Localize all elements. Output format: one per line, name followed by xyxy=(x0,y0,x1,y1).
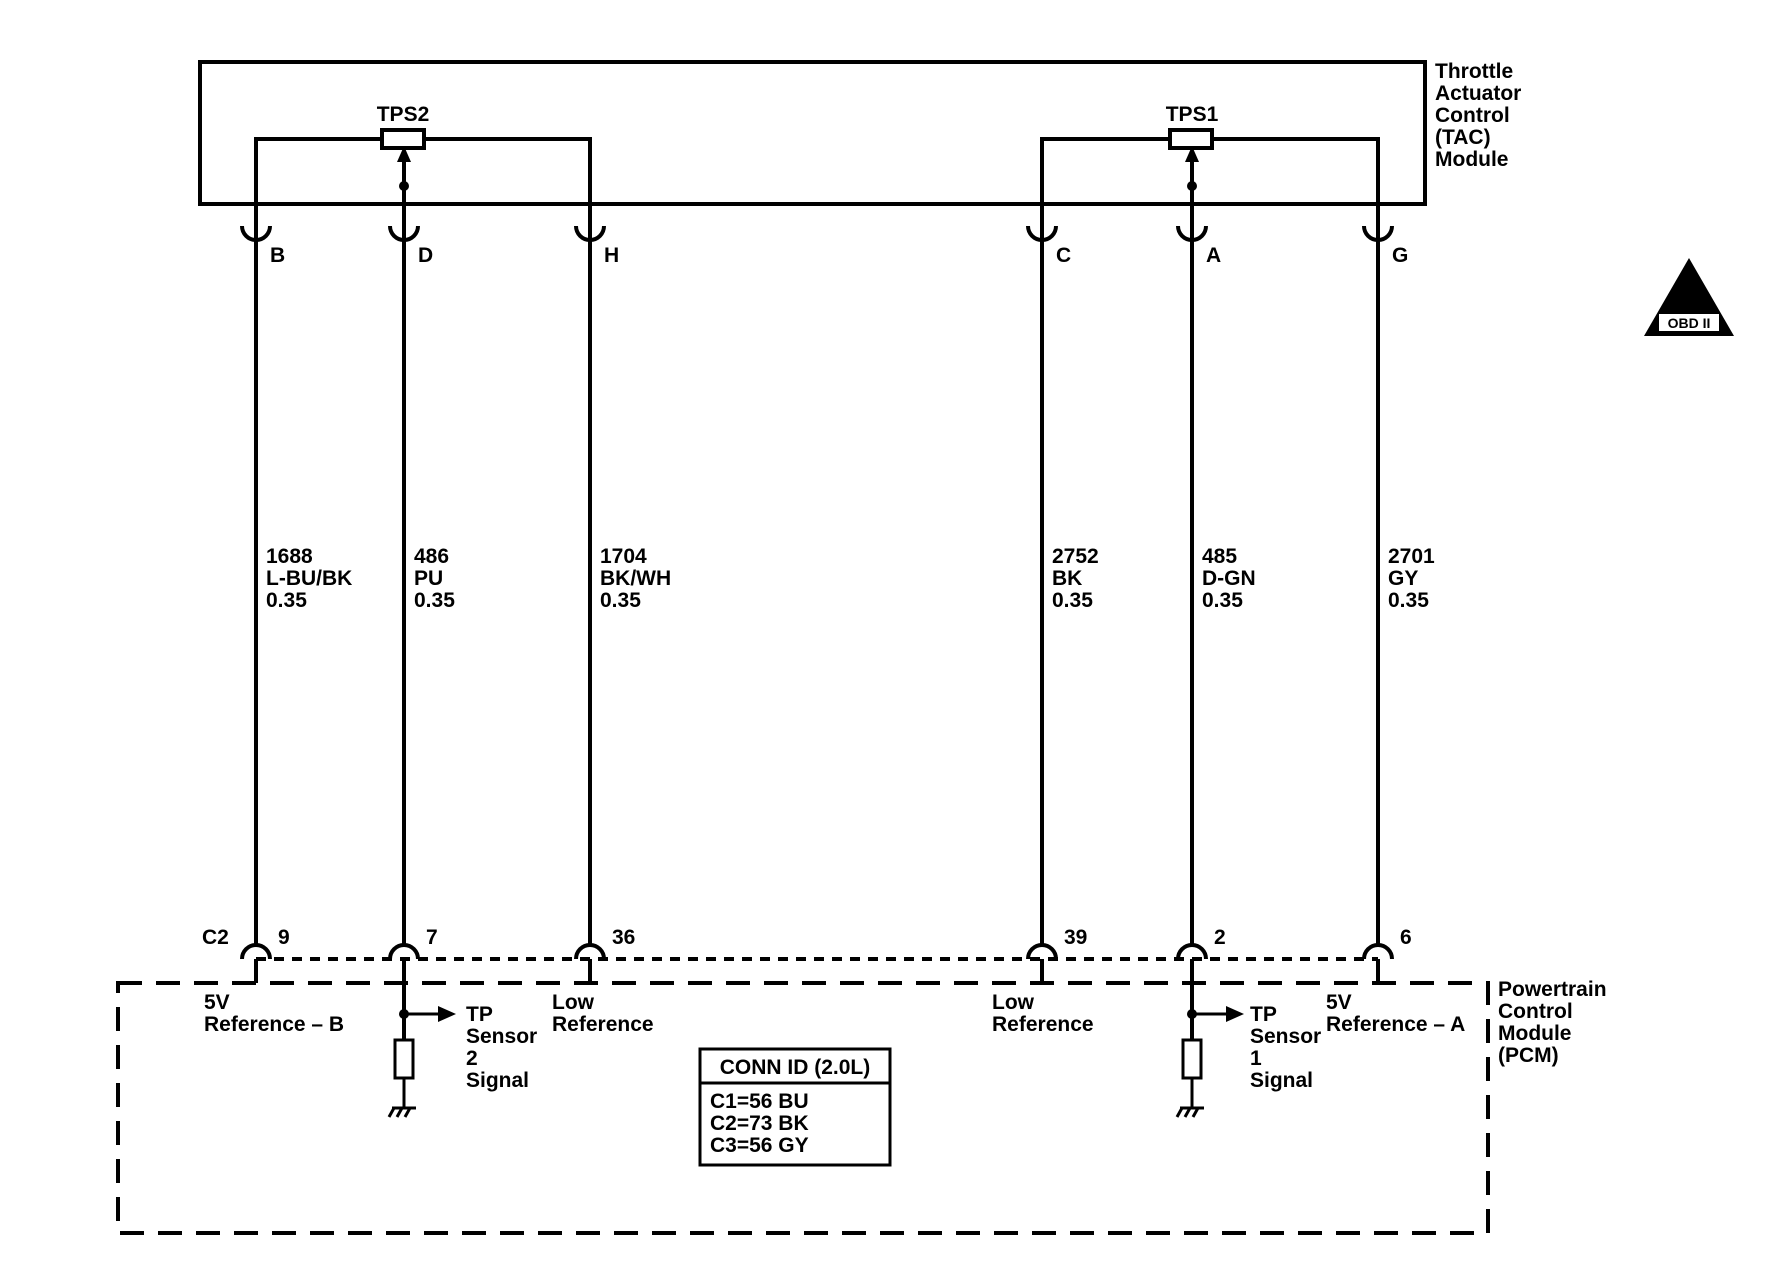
conn-id-line: C2=73 BK xyxy=(710,1112,809,1135)
ref-b-line: Reference – B xyxy=(204,1013,344,1036)
low-ref-2-function: Low Reference xyxy=(992,991,1094,1036)
wire-circuit-number: 1704 xyxy=(600,545,647,568)
pcm-pin-label: 6 xyxy=(1400,926,1412,949)
tps1-label: TPS1 xyxy=(1166,103,1219,126)
tp1-line: TP xyxy=(1250,1003,1277,1026)
wire-gauge: 0.35 xyxy=(1388,589,1429,612)
tp2-line: 2 xyxy=(466,1047,478,1070)
tac-module-label: Throttle Actuator Control (TAC) Module xyxy=(1435,60,1521,171)
wire-color: BK xyxy=(1052,567,1082,590)
tac-label-line: Module xyxy=(1435,148,1509,171)
tp1-line: Signal xyxy=(1250,1069,1313,1092)
tac-pin-label: G xyxy=(1392,244,1408,267)
tac-pin-label: B xyxy=(270,244,285,267)
low-ref-1-line: Reference xyxy=(552,1013,654,1036)
ref-a-function: 5V Reference – A xyxy=(1326,991,1465,1036)
tp2-line: TP xyxy=(466,1003,493,1026)
pcm-label-line: Powertrain xyxy=(1498,978,1607,1001)
low-ref-1-line: Low xyxy=(552,991,595,1014)
tp1-signal-circuit: TP Sensor 1 Signal xyxy=(1175,983,1321,1118)
pcm-label-line: (PCM) xyxy=(1498,1044,1559,1067)
ref-a-line: Reference – A xyxy=(1326,1013,1465,1036)
wire-circuit-number: 2752 xyxy=(1052,545,1099,568)
tps2-sensor: TPS2 xyxy=(254,103,592,204)
wires-layer: B1688L-BU/BK0.359D486PU0.357H1704BK/WH0.… xyxy=(240,204,1435,983)
pcm-pin-label: 9 xyxy=(278,926,290,949)
pcm-label-line: Module xyxy=(1498,1022,1572,1045)
tp2-signal-circuit: TP Sensor 2 Signal xyxy=(387,983,537,1118)
pcm-module-box xyxy=(116,981,1490,1235)
tp2-line: Sensor xyxy=(466,1025,537,1048)
wire-circuit-number: 485 xyxy=(1202,545,1237,568)
wire-gauge: 0.35 xyxy=(414,589,455,612)
pcm-pin-label: 2 xyxy=(1214,926,1226,949)
wire-color: GY xyxy=(1388,567,1418,590)
pcm-pin-label: 7 xyxy=(426,926,438,949)
tac-pin-label: A xyxy=(1206,244,1221,267)
wire-circuit-number: 1688 xyxy=(266,545,313,568)
pcm-label-line: Control xyxy=(1498,1000,1573,1023)
low-ref-2-line: Reference xyxy=(992,1013,1094,1036)
low-ref-1-function: Low Reference xyxy=(552,991,654,1036)
tps2-label: TPS2 xyxy=(377,103,430,126)
obd-ii-badge: II OBD II xyxy=(1644,258,1734,336)
wire-gauge: 0.35 xyxy=(1052,589,1093,612)
tac-label-line: (TAC) xyxy=(1435,126,1491,149)
low-ref-2-line: Low xyxy=(992,991,1035,1014)
wire-color: BK/WH xyxy=(600,567,671,590)
wire-gauge: 0.35 xyxy=(266,589,307,612)
pcm-pin-label: 39 xyxy=(1064,926,1087,949)
c2-connector-label: C2 xyxy=(202,926,229,949)
wire-color: PU xyxy=(414,567,443,590)
ref-b-line: 5V xyxy=(204,991,230,1014)
conn-id-title: CONN ID (2.0L) xyxy=(720,1056,871,1079)
obd-text: OBD II xyxy=(1668,315,1711,331)
conn-id-box: CONN ID (2.0L) C1=56 BU C2=73 BK C3=56 G… xyxy=(698,1047,892,1167)
ref-a-line: 5V xyxy=(1326,991,1352,1014)
pcm-pin-label: 36 xyxy=(612,926,635,949)
wire-circuit-number: 2701 xyxy=(1388,545,1435,568)
conn-id-line: C1=56 BU xyxy=(710,1090,809,1113)
tp2-line: Signal xyxy=(466,1069,529,1092)
wire-gauge: 0.35 xyxy=(600,589,641,612)
pcm-module-label: Powertrain Control Module (PCM) xyxy=(1498,978,1607,1067)
tac-label-line: Throttle xyxy=(1435,60,1513,83)
ref-b-function: 5V Reference – B xyxy=(204,991,344,1036)
tac-pin-label: C xyxy=(1056,244,1071,267)
wire-gauge: 0.35 xyxy=(1202,589,1243,612)
conn-id-line: C3=56 GY xyxy=(710,1134,809,1157)
tac-module-box xyxy=(198,60,1427,206)
tac-label-line: Actuator xyxy=(1435,82,1521,105)
obd-numeral: II xyxy=(1680,279,1699,317)
wire-color: L-BU/BK xyxy=(266,567,352,590)
tac-pin-label: H xyxy=(604,244,619,267)
wire-color: D-GN xyxy=(1202,567,1256,590)
tp1-line: 1 xyxy=(1250,1047,1262,1070)
tp1-line: Sensor xyxy=(1250,1025,1321,1048)
wire-circuit-number: 486 xyxy=(414,545,449,568)
tac-label-line: Control xyxy=(1435,104,1510,127)
tps1-sensor: TPS1 xyxy=(1040,103,1380,204)
tac-pin-label: D xyxy=(418,244,433,267)
